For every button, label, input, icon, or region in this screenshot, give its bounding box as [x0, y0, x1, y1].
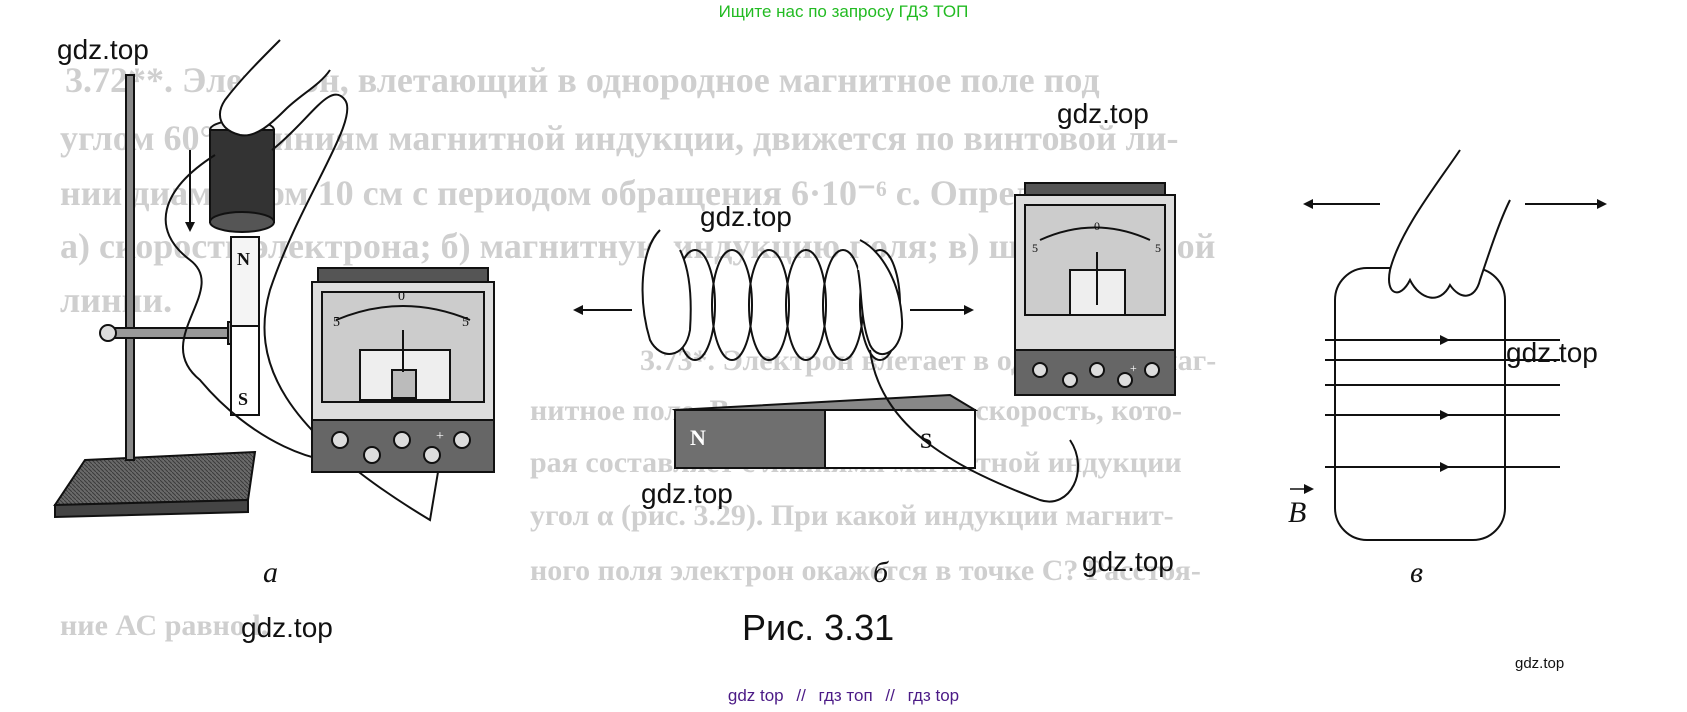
bg-line: линии.: [60, 280, 172, 320]
terminal: [363, 446, 381, 464]
terminal: [393, 431, 411, 449]
terminal: [453, 431, 471, 449]
field-symbol: B: [1288, 496, 1306, 529]
panel-a-labels: N S 5 0 5 +: [237, 249, 469, 444]
panel-a-label: а: [263, 556, 278, 589]
footer-separator: //: [796, 686, 806, 705]
terminal: [423, 446, 441, 464]
panel-b-apparatus: [573, 182, 1176, 503]
meter-b-center: 0: [1094, 219, 1100, 233]
wire-a1: [164, 154, 361, 463]
meter-b-plus: +: [1130, 361, 1137, 375]
conductor-frame: [1334, 267, 1506, 541]
stand-rod: [125, 74, 135, 461]
watermark: gdz.top: [241, 612, 333, 643]
terminal: [1144, 362, 1160, 378]
bg-line: ние АС равно l.: [60, 609, 268, 642]
meter-a-center: 0: [398, 289, 405, 304]
hand-b-left: [641, 229, 692, 355]
panel-b-label: б: [873, 556, 889, 589]
wire-b: [869, 349, 1080, 503]
magnet-b-north: N: [690, 425, 706, 450]
meter-a-right: 5: [462, 315, 469, 330]
coil-b: [674, 249, 901, 361]
footer-separator: //: [885, 686, 895, 705]
hand-b-right: [857, 239, 904, 356]
footer-link[interactable]: гдз top: [907, 686, 960, 705]
terminal: [331, 431, 349, 449]
meter-a-plus: +: [436, 429, 444, 444]
watermark: gdz.top: [1057, 98, 1149, 129]
watermark: gdz.top: [700, 201, 792, 232]
galvanometer-a: [311, 267, 495, 473]
terminal: [1089, 362, 1105, 378]
stand-base: [53, 450, 257, 507]
magnet-b-south: S: [920, 428, 932, 453]
stand-clamp: [103, 327, 233, 339]
galvanometer-b: [1014, 182, 1176, 396]
bg-line: ного поля электрон окажется в точке С? Р…: [530, 554, 1201, 587]
hand-v: [1388, 149, 1511, 299]
hand-a: [219, 39, 331, 137]
watermark: gdz.top: [1082, 546, 1174, 577]
panel-b-labels: N S 5 0 5 +: [690, 219, 1161, 453]
terminal: [1117, 372, 1133, 388]
bg-line: угол α (рис. 3.29). При какой индукции м…: [530, 499, 1174, 532]
magnet-a-south: S: [238, 389, 248, 409]
bg-line: 3.72**. Электрон, влетающий в однородное…: [65, 60, 1100, 100]
search-banner: Ищите нас по запросу ГДЗ ТОП: [0, 2, 1687, 22]
meter-b-left: 5: [1032, 241, 1038, 255]
magnet-a-north: N: [237, 249, 250, 269]
figure-caption: Рис. 3.31: [742, 607, 894, 648]
watermark: gdz.top: [1515, 655, 1565, 672]
footer-link[interactable]: гдз топ: [818, 686, 873, 705]
panel-v-label: в: [1410, 556, 1423, 589]
watermark: gdz.top: [641, 478, 733, 509]
meter-b-right: 5: [1155, 241, 1161, 255]
footer-links: gdz top // гдз топ // гдз top: [0, 686, 1687, 706]
terminal: [1062, 372, 1078, 388]
panel-v-apparatus: [1290, 149, 1607, 541]
terminal: [1032, 362, 1048, 378]
meter-a-left: 5: [333, 315, 340, 330]
field-lines: [1325, 335, 1560, 472]
watermark: gdz.top: [1506, 337, 1598, 368]
footer-link[interactable]: gdz top: [727, 686, 784, 705]
search-banner-text: Ищите нас по запросу ГДЗ ТОП: [718, 2, 969, 21]
watermark: gdz.top: [57, 34, 149, 65]
panel-a-apparatus: [53, 39, 495, 522]
